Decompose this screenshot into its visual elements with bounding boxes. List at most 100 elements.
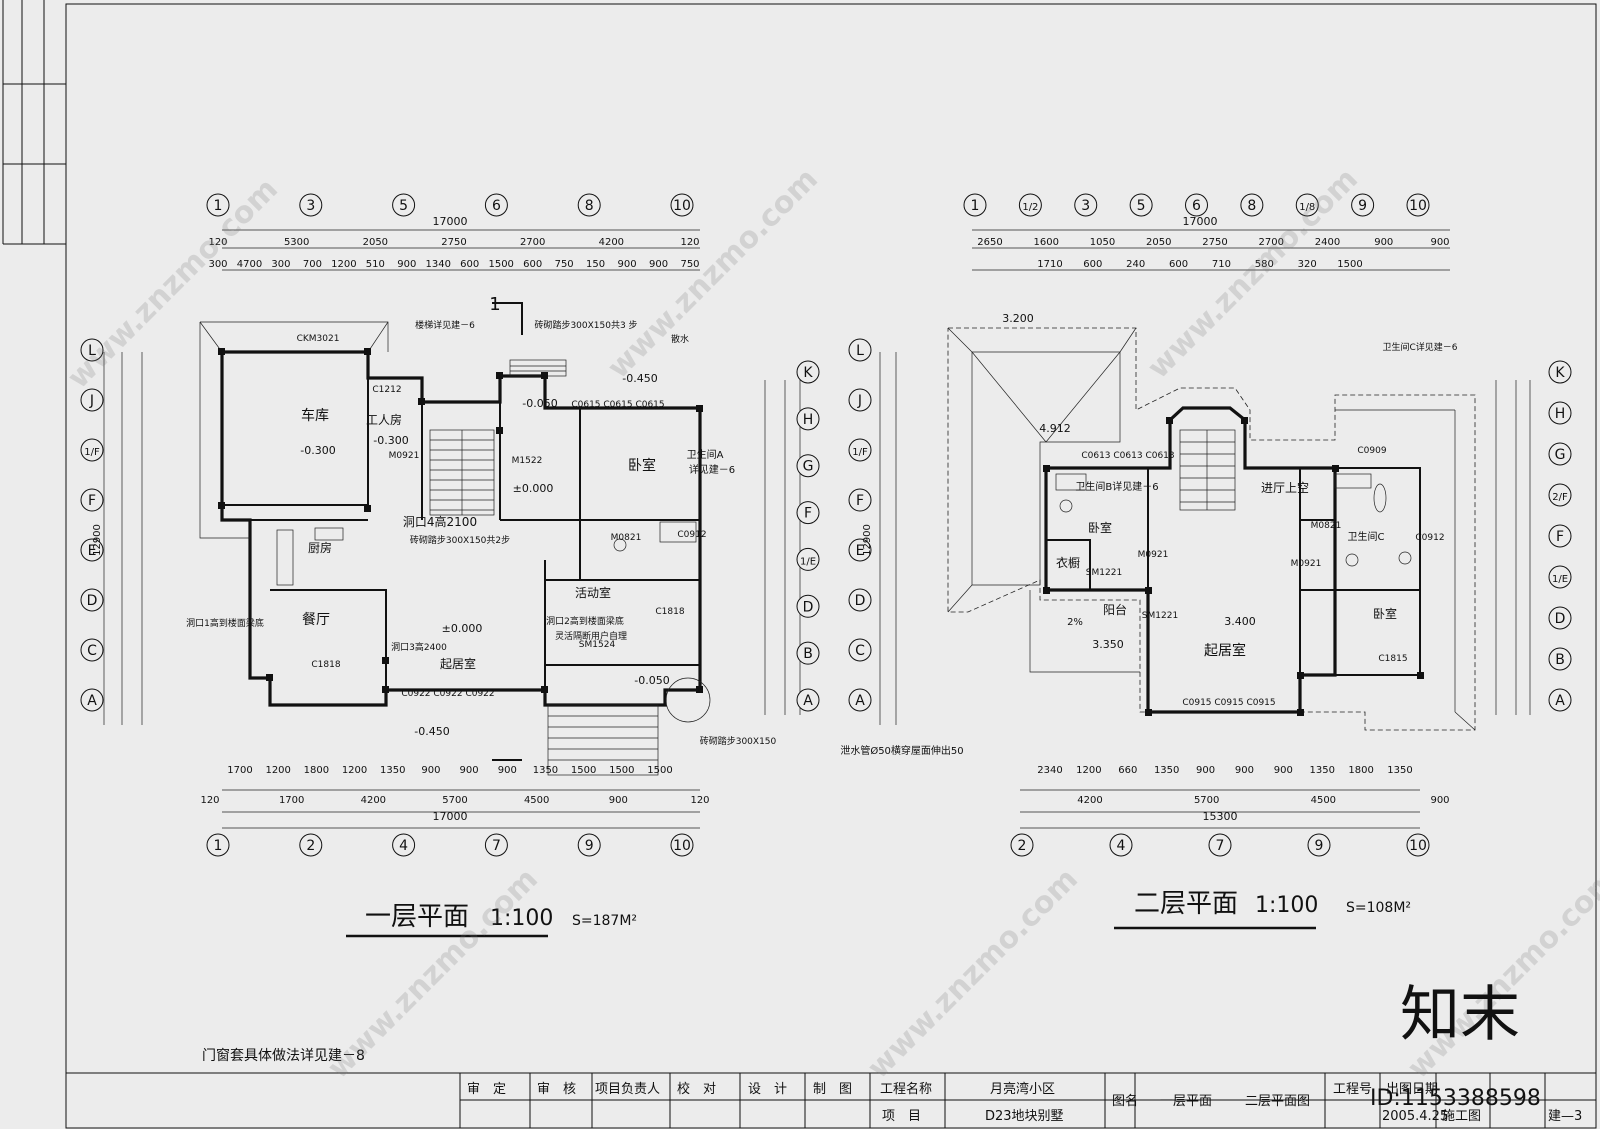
floor1-dim-top1-6: 120 bbox=[680, 237, 699, 248]
floor1-plan bbox=[103, 229, 801, 829]
floor1-levels-7: -0.450 bbox=[622, 372, 657, 385]
floor2-axis-right-5: 1/E bbox=[1552, 574, 1568, 585]
floor2-axis-top-7-circle bbox=[1351, 193, 1375, 217]
floor1-axis-right-3: F bbox=[804, 506, 812, 522]
floor2-dim-top2-7: 1500 bbox=[1337, 259, 1362, 270]
floor2-axis-left-0: L bbox=[856, 343, 864, 359]
floor1-rooms-8: 详见建－6 bbox=[689, 463, 735, 476]
floor1-axis-left-3-circle bbox=[80, 488, 104, 512]
floor1-axis-top-2: 5 bbox=[399, 198, 408, 214]
floor2-axis-right-1-circle bbox=[1548, 401, 1572, 425]
floor2-labels-7: C1815 bbox=[1378, 654, 1407, 664]
floor2-dim-bot1-7: 1350 bbox=[1309, 765, 1334, 776]
floor2-axis-bottom-2-circle bbox=[1208, 833, 1232, 857]
floor1-dim-bot1-10: 1500 bbox=[609, 765, 634, 776]
floor1-dim-top1-0: 120 bbox=[208, 237, 227, 248]
title-block: 审 定 审 核 项目负责人 校 对 设 计 制 图 工程名称 月亮湾小区 项 目… bbox=[65, 1072, 1597, 1129]
floor1-dim-bot2-3: 5700 bbox=[442, 795, 467, 806]
floor1-axis-right-5-circle bbox=[796, 594, 820, 618]
floor2-rooms-0: 卧室 bbox=[1088, 520, 1112, 535]
floor2-axis-right-2: G bbox=[1555, 447, 1566, 463]
floor2-dim-bot2-1: 5700 bbox=[1194, 795, 1219, 806]
floor2-labels-6: M0921 bbox=[1291, 559, 1322, 569]
floor2-dim-top1-2: 1050 bbox=[1090, 237, 1115, 248]
floor2-rooms-1: 衣橱 bbox=[1056, 555, 1080, 570]
floor2-labels-5: C0912 bbox=[1415, 533, 1444, 543]
floor2-dim-bot2-0: 4200 bbox=[1077, 795, 1102, 806]
floor1-axis-left-3: F bbox=[88, 493, 96, 509]
floor1-axis-left-2-circle bbox=[80, 438, 104, 462]
floor1-axis-right-2-circle bbox=[796, 454, 820, 478]
floor1-rooms-6: 起居室 bbox=[440, 656, 476, 671]
floor2-dim-top-total: 17000 bbox=[1183, 215, 1218, 228]
floor1-labels-7: C1818 bbox=[655, 607, 684, 617]
floor1-axis-bottom-5: 10 bbox=[673, 838, 691, 854]
floor2-axis-right-4: F bbox=[1556, 529, 1564, 545]
floor2-dim-bot1-2: 660 bbox=[1118, 765, 1137, 776]
floor2-dim-top1-4: 2750 bbox=[1202, 237, 1227, 248]
floor1-labels-5: C0912 bbox=[677, 530, 706, 540]
floor1-axis-top-5-circle bbox=[670, 193, 694, 217]
floor2-axis-right-6: D bbox=[1555, 611, 1566, 627]
tb-project-name: 月亮湾小区 bbox=[990, 1081, 1055, 1097]
floor2-axis-top-5: 8 bbox=[1247, 198, 1256, 214]
floor2-axis-left-1-circle bbox=[848, 388, 872, 412]
tb-role-6: 制 图 bbox=[813, 1082, 852, 1097]
floor1-axis-bottom-1: 2 bbox=[306, 838, 315, 854]
floor1-axis-right-6-circle bbox=[796, 641, 820, 665]
floor1-axis-top-4-circle bbox=[577, 193, 601, 217]
floor2-axis-bottom-3-circle bbox=[1307, 833, 1331, 857]
floor1-axis-right-1: H bbox=[803, 412, 814, 428]
floor2-labels-8: C0915 C0915 C0915 bbox=[1182, 698, 1275, 708]
plan1-title: 一层平面 bbox=[365, 902, 469, 932]
floor2-rooms-7: 卫生间B详见建－6 bbox=[1075, 480, 1158, 493]
floor1-axis-left-1: J bbox=[89, 393, 94, 409]
floor1-axis-right-7-circle bbox=[796, 688, 820, 712]
floor2-axis-right-3-circle bbox=[1548, 483, 1572, 507]
floor2-dim-bot1-8: 1800 bbox=[1348, 765, 1373, 776]
floor2-axis-right-8-circle bbox=[1548, 688, 1572, 712]
floor1-axis-left-5: D bbox=[87, 593, 98, 609]
floor1-axis-right-3-circle bbox=[796, 501, 820, 525]
floor2-axis-right-0-circle bbox=[1548, 360, 1572, 384]
floor2-axis-bottom-2: 7 bbox=[1216, 838, 1225, 854]
floor2-axis-top-1: 1/2 bbox=[1022, 202, 1038, 213]
floor2-levels-1: 4.912 bbox=[1039, 422, 1071, 435]
floor2-axis-top-4-circle bbox=[1185, 193, 1208, 217]
floor1-dim-left-total: 12900 bbox=[92, 524, 103, 556]
floor1-labels-8: SM1524 bbox=[579, 640, 616, 650]
floor1-axis-left-7: A bbox=[87, 693, 97, 709]
floor2-axis-top-7: 9 bbox=[1358, 198, 1367, 214]
floor2-axis-left-4: E bbox=[856, 543, 865, 559]
floor2-dim-bot1-3: 1350 bbox=[1154, 765, 1179, 776]
sheet-frame bbox=[65, 3, 1597, 1129]
floor1-dim-top1-3: 2750 bbox=[441, 237, 466, 248]
watermark-id: ID:1153388598 bbox=[1370, 1086, 1541, 1111]
floor1-labels-1: C1212 bbox=[372, 385, 401, 395]
tb-role-4: 校 对 bbox=[677, 1081, 716, 1097]
tb-item-label: 项 目 bbox=[882, 1109, 921, 1124]
floor2-dim-top1-0: 2650 bbox=[977, 237, 1002, 248]
floor2-levels-0: 3.200 bbox=[1002, 312, 1034, 325]
floor2-axis-top-0-circle bbox=[963, 193, 987, 217]
floor1-labels-9: C0922 C0922 C0922 bbox=[401, 689, 494, 699]
floor2-axis-right-5-circle bbox=[1548, 565, 1572, 589]
floor2-labels-3: C0909 bbox=[1357, 446, 1386, 456]
floor1-labels-19: 洞口3高2400 bbox=[391, 641, 447, 653]
floor1-dim-top2-13: 900 bbox=[618, 259, 637, 270]
floor2-dim-top1-6: 2400 bbox=[1315, 237, 1340, 248]
floor2-axis-bottom-0-circle bbox=[1010, 833, 1034, 857]
floor1-labels-14: 砖砌踏步300X150共2步 bbox=[410, 534, 510, 546]
floor2-axis-bottom-0: 2 bbox=[1018, 838, 1027, 854]
floor2-levels-2: 3.400 bbox=[1224, 615, 1256, 628]
floor1-dim-bot1-2: 1800 bbox=[304, 765, 329, 776]
floor2-axis-left-7-circle bbox=[848, 688, 872, 712]
floor2-plan bbox=[879, 229, 1531, 829]
floor1-dim-bot1-11: 1500 bbox=[647, 765, 672, 776]
floor2-axis-top-8-circle bbox=[1406, 193, 1430, 217]
floor1-dim-top2-6: 900 bbox=[397, 259, 416, 270]
floor2-dim-top2-1: 600 bbox=[1083, 259, 1102, 270]
floor2-axis-left-3-circle bbox=[848, 488, 872, 512]
floor2-axis-left-1: J bbox=[857, 393, 862, 409]
